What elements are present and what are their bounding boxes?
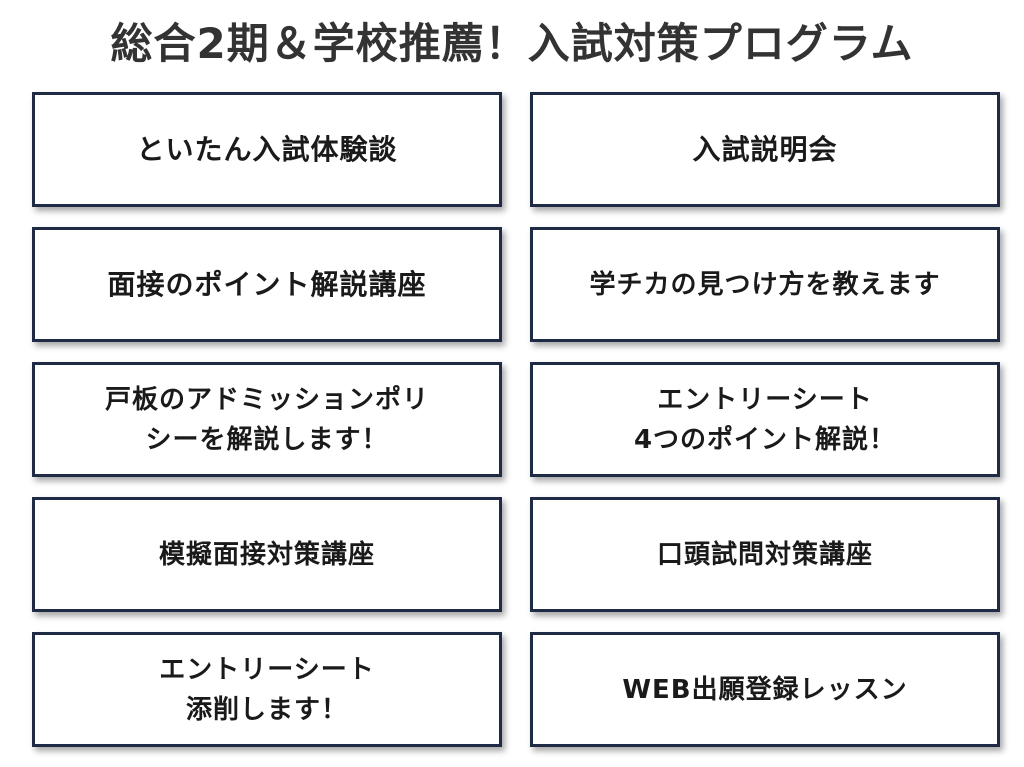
program-card-web-application[interactable]: WEB出願登録レッスン: [530, 632, 1000, 747]
program-card-admission-policy[interactable]: 戸板のアドミッションポリ シーを解説します！: [32, 362, 502, 477]
program-card-label: 模擬面接対策講座: [158, 539, 375, 570]
program-card-label: 戸板のアドミッションポリ シーを解説します！: [104, 384, 429, 455]
program-card-entry-sheet-points[interactable]: エントリーシート 4つのポイント解説！: [530, 362, 1000, 477]
program-card-mock-interview[interactable]: 模擬面接対策講座: [32, 497, 502, 612]
program-card-entry-sheet-review[interactable]: エントリーシート 添削します！: [32, 632, 502, 747]
program-card-label: エントリーシート 添削します！: [159, 654, 375, 725]
program-card-experience-talk[interactable]: といたん入試体験談: [32, 92, 502, 207]
program-card-label: 入試説明会: [692, 132, 838, 166]
program-card-label: といたん入試体験談: [136, 132, 398, 166]
program-card-label: WEB出願登録レッスン: [622, 674, 908, 705]
program-card-gakuchika[interactable]: 学チカの見つけ方を教えます: [530, 227, 1000, 342]
program-card-label: 学チカの見つけ方を教えます: [589, 269, 941, 300]
program-card-label: エントリーシート 4つのポイント解説！: [633, 384, 897, 455]
program-card-interview-points[interactable]: 面接のポイント解説講座: [32, 227, 502, 342]
program-grid: といたん入試体験談 入試説明会 面接のポイント解説講座 学チカの見つけ方を教えま…: [32, 92, 1000, 747]
program-card-label: 面接のポイント解説講座: [107, 267, 427, 301]
program-card-label: 口頭試問対策講座: [656, 539, 873, 570]
program-card-oral-exam[interactable]: 口頭試問対策講座: [530, 497, 1000, 612]
program-card-exam-briefing[interactable]: 入試説明会: [530, 92, 1000, 207]
page-title: 総合2期＆学校推薦！入試対策プログラム: [110, 19, 914, 68]
